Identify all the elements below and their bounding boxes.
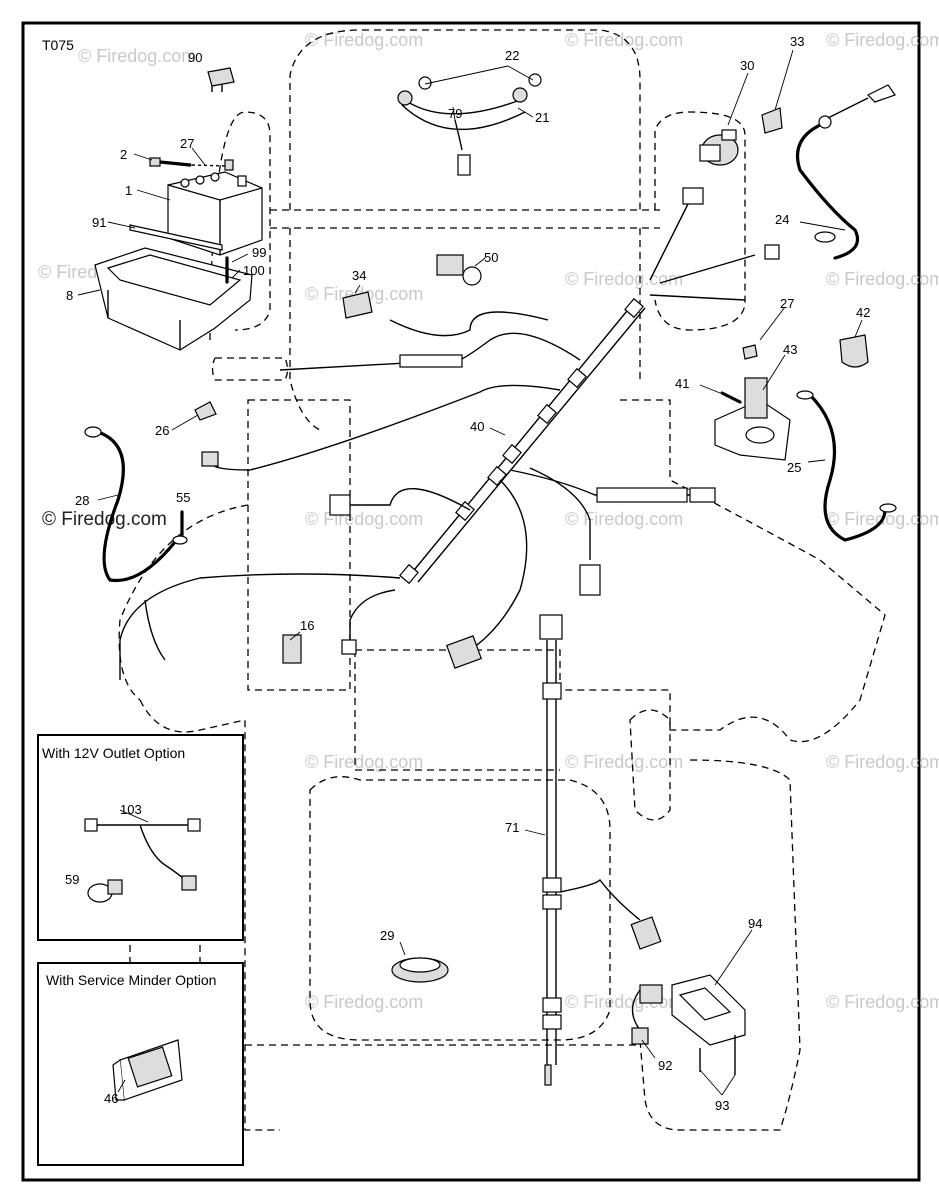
part-103-outlet-harness [84,818,201,891]
outlet-option-title: With 12V Outlet Option [42,745,185,761]
watermark: © Firedog.com [305,752,423,772]
part-label: 79 [448,106,462,121]
part-25-battery-cable [796,390,897,542]
watermark: © Firedog.com [305,30,423,50]
part-label: 24 [775,212,789,227]
diagram-frame [21,21,921,1182]
part-label: 28 [75,493,89,508]
part-label: 59 [65,872,79,887]
watermark: © Firedog.com [826,992,939,1012]
part-label: 50 [484,250,498,265]
part-33-key [761,107,783,134]
part-label: 55 [176,490,190,505]
watermark: © Firedog.com [305,509,423,529]
part-label: 92 [658,1058,672,1073]
watermark: © Firedog.com [565,509,683,529]
part-29-reflector [391,957,449,983]
leader-lines [77,49,863,1096]
watermark: © Firedog.com [78,46,196,66]
part-28-ground-cable [84,426,188,583]
watermark: © Firedog.com [826,752,939,772]
part-59-outlet [87,879,123,903]
part-label: 103 [120,802,142,817]
part-43-starter-solenoid [714,377,791,461]
part-92-harness [631,984,663,1045]
part-34-switch [342,291,373,319]
part-1-battery [167,171,263,256]
part-label: 99 [252,245,266,260]
part-label: 2 [120,147,127,162]
part-label: 33 [790,34,804,49]
part-24-battery-cable [795,84,896,260]
part-27-nut [191,159,234,171]
part-30-ignition-switch [699,129,739,166]
part-41-bolt [720,391,742,404]
part-2-bolt [149,157,192,167]
part-42-terminal-boot [839,334,869,368]
watermark: © Firedog.com [565,992,683,1012]
part-label: 91 [92,215,106,230]
part-8-battery-tray [94,247,253,351]
part-label: 1 [125,183,132,198]
watermark: © Firedog.com [565,752,683,772]
part-label: 16 [300,618,314,633]
part-label: 71 [505,820,519,835]
part-27-nut [742,344,758,360]
part-label: 42 [856,305,870,320]
part-label: 27 [780,296,794,311]
part-label: 43 [783,342,797,357]
part-label: 30 [740,58,754,73]
part-94-module [671,974,746,1046]
part-label: 27 [180,136,194,151]
diagram-code: T075 [42,37,74,53]
part-40-main-harness [119,187,780,680]
watermark: © Firedog.com [305,992,423,1012]
part-71-harness [539,614,662,1086]
watermark: © Firedog.com [826,30,939,50]
part-label: 25 [787,460,801,475]
part-label: 26 [155,423,169,438]
part-label: 22 [505,48,519,63]
watermark: © Firedog.com [565,269,683,289]
part-22-headlight-bulb [397,73,542,106]
part-label: 41 [675,376,689,391]
watermark: © Firedog.com [826,269,939,289]
part-label: 100 [243,263,265,278]
part-label: 93 [715,1098,729,1113]
part-90-relay [207,67,235,92]
part-label: 46 [104,1091,118,1106]
part-26-fuse [194,401,217,421]
part-label: 40 [470,419,484,434]
part-label: 8 [66,288,73,303]
tractor-outline [118,29,886,1131]
part-label: 94 [748,916,762,931]
part-93-bolt [699,1035,736,1075]
watermark-dark: © Firedog.com [42,509,167,530]
part-50-pto-switch [436,254,482,286]
part-46-service-minder [112,1039,183,1101]
part-label: 34 [352,268,366,283]
part-label: 21 [535,110,549,125]
option-box-12v-outlet: With 12V Outlet Option [37,734,244,941]
part-91-hold-down-strap [129,224,223,251]
part-16-relay [282,634,302,664]
option-box-service-minder: With Service Minder Option [37,962,244,1166]
minder-option-title: With Service Minder Option [46,972,216,988]
part-21-headlight-harness [397,94,526,176]
part-label: 90 [188,50,202,65]
part-label: 29 [380,928,394,943]
